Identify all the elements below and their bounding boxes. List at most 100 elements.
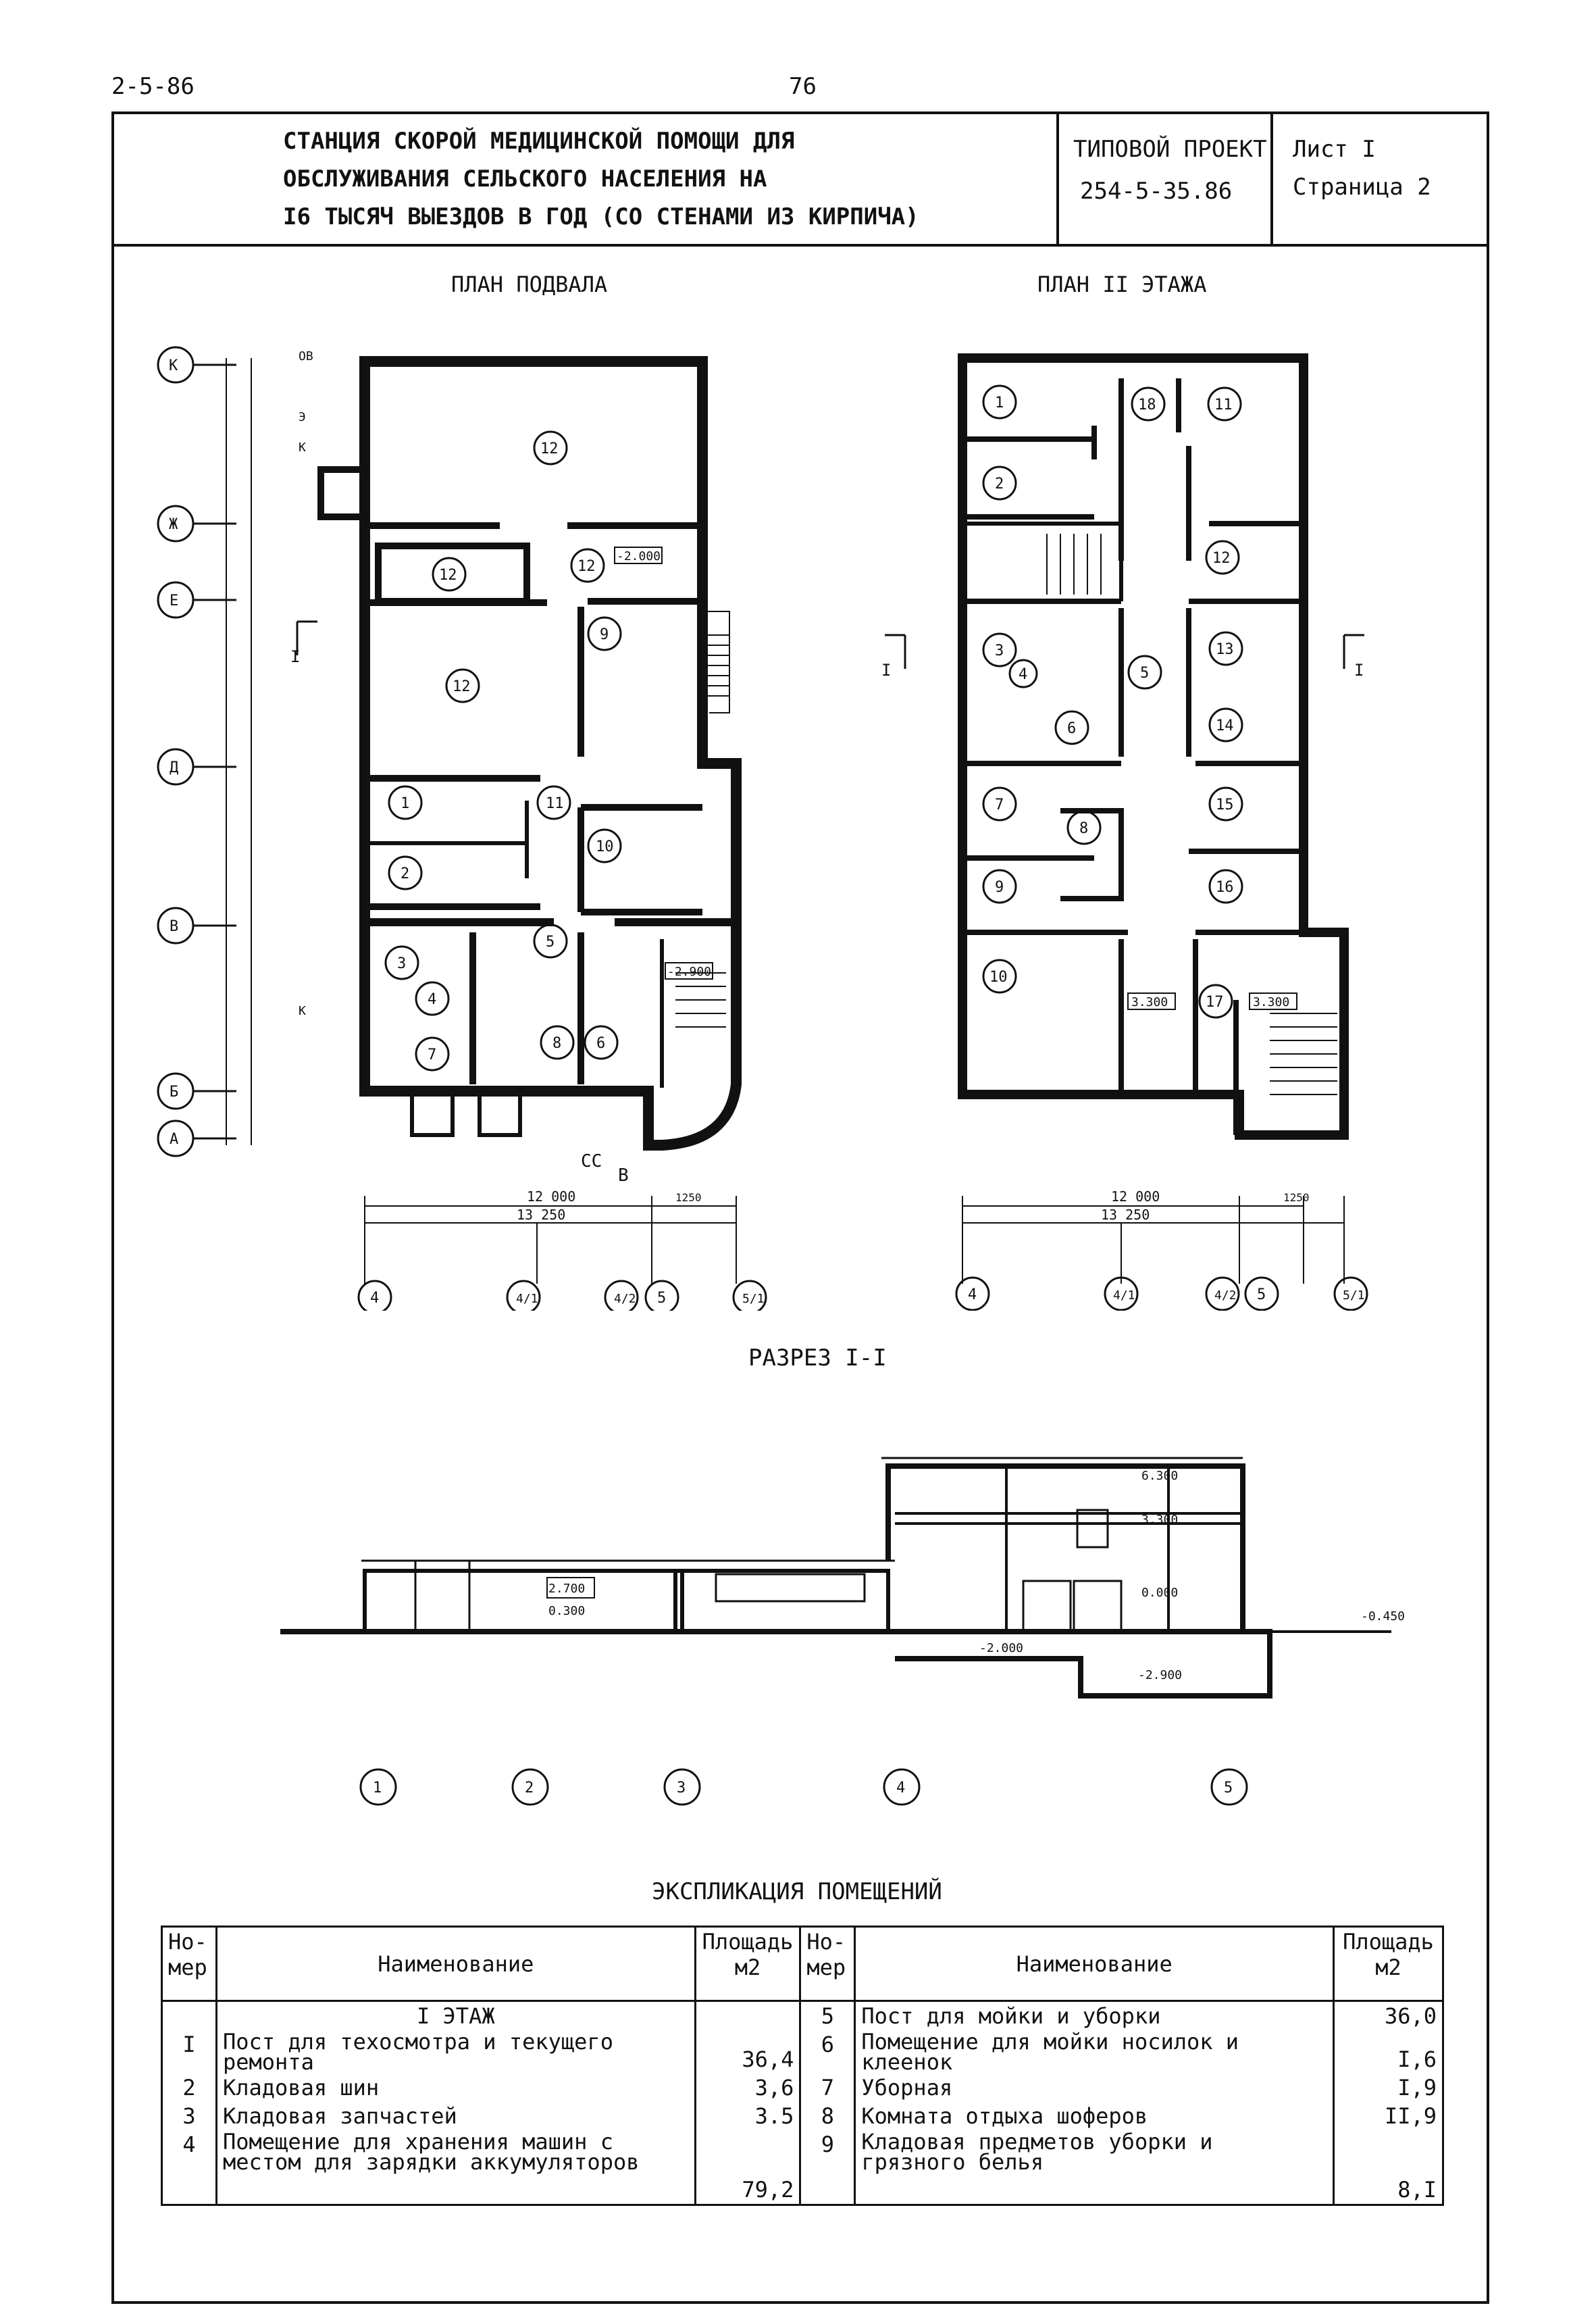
- basement-plan-drawing: К Ж Е Д В Б А 12 12 12 12 9 1 11 10 2 5 …: [157, 346, 767, 1311]
- level-mark: -2.000: [617, 549, 661, 563]
- axis-number: 5: [1257, 1286, 1266, 1303]
- room-number: 2: [995, 476, 1004, 493]
- row-num: 5: [800, 2001, 856, 2030]
- axis-letter: К: [169, 357, 178, 374]
- level-mark: 3.300: [1131, 995, 1168, 1009]
- entry-label: СС: [581, 1151, 602, 1172]
- row-name: Пост для техосмотра и текущего ремонта: [216, 2030, 696, 2073]
- room-number: 3: [397, 955, 406, 972]
- level-mark: 3.300: [1253, 995, 1289, 1009]
- col-num-header: мер: [168, 1955, 207, 1980]
- page-label: Страница 2: [1293, 174, 1431, 201]
- axis-letter: Ж: [169, 516, 178, 533]
- section-mark: I: [290, 647, 300, 666]
- room-number: 13: [1216, 641, 1234, 658]
- row-name: Кладовая шин: [216, 2073, 696, 2102]
- room-number: 16: [1216, 879, 1234, 896]
- row-area: 36,4: [695, 2030, 802, 2073]
- axis-number: 4: [370, 1290, 379, 1307]
- col-num-header: мер: [806, 1955, 846, 1980]
- level-mark: 0.300: [548, 1604, 585, 1618]
- row-area: I,6: [1397, 2046, 1437, 2072]
- level-mark: -2.900: [1138, 1668, 1182, 1682]
- room-number: 15: [1216, 797, 1234, 813]
- row-num: 8: [800, 2102, 856, 2130]
- room-number: 10: [989, 969, 1008, 986]
- axis-number: 4/1: [516, 1292, 538, 1306]
- room-number: 6: [1067, 720, 1076, 737]
- project-title-line: ОБСЛУЖИВАНИЯ СЕЛЬСКОГО НАСЕЛЕНИЯ НА: [283, 166, 767, 193]
- row-num: 2: [161, 2073, 217, 2102]
- level-mark: -2.000: [979, 1641, 1023, 1655]
- row-name: Пост для мойки и уборки: [854, 2001, 1335, 2030]
- row-name: Кладовая запчастей: [216, 2102, 696, 2130]
- arrow-label: ОВ: [299, 349, 313, 363]
- axis-letter: В: [170, 918, 178, 935]
- room-number: 7: [428, 1047, 436, 1063]
- room-number: 11: [1214, 397, 1233, 413]
- axis-letter: Б: [170, 1084, 178, 1101]
- section-drawing: 6.300 3.300 2.700 0.300 0.000 -2.000 -2.…: [280, 1457, 1405, 1806]
- project-number: 254-5-35.86: [1080, 178, 1233, 205]
- row-area: 36,0: [1384, 2003, 1437, 2029]
- room-number: 2: [401, 865, 409, 882]
- section-mark: I: [881, 661, 891, 680]
- project-title-line: СТАНЦИЯ СКОРОЙ МЕДИЦИНСКОЙ ПОМОЩИ ДЛЯ: [283, 128, 795, 155]
- room-number: 1: [401, 795, 409, 812]
- col-area-header: Площадь: [1343, 1929, 1434, 1955]
- axis-number: 1: [373, 1780, 382, 1796]
- arrow-label: К: [299, 1004, 306, 1018]
- row-num: 3: [161, 2102, 217, 2130]
- row-area: II,9: [1384, 2103, 1437, 2129]
- room-number: 5: [1140, 665, 1149, 682]
- axis-number: 5/1: [1343, 1288, 1365, 1303]
- room-number: 7: [995, 797, 1004, 813]
- entry-label: В: [618, 1165, 629, 1186]
- arrow-label: К: [299, 441, 306, 455]
- row-num: 4: [161, 2130, 217, 2205]
- room-number: 9: [600, 626, 609, 643]
- section-mark: I: [1354, 661, 1364, 680]
- second-floor-plan-drawing: 1 18 11 2 12 3 4 5 13 6 14 7 8 15 9 16 1…: [881, 353, 1368, 1311]
- col-area-header: м2: [734, 1955, 761, 1980]
- level-mark: -2.900: [667, 965, 711, 979]
- col-area-header: Площадь: [702, 1929, 794, 1955]
- level-mark: 6.300: [1141, 1469, 1178, 1483]
- room-number: 18: [1138, 397, 1156, 413]
- room-number: 9: [995, 879, 1004, 896]
- group-title: I ЭТАЖ: [216, 2001, 696, 2030]
- project-title: СТАНЦИЯ СКОРОЙ МЕДИЦИНСКОЙ ПОМОЩИ ДЛЯ ОБ…: [283, 122, 919, 236]
- level-mark: 3.300: [1141, 1513, 1178, 1527]
- row-name: Уборная: [854, 2073, 1335, 2102]
- axis-number: 4/2: [614, 1292, 636, 1306]
- row-num: 6: [800, 2030, 856, 2073]
- axis-number: 5: [657, 1290, 666, 1307]
- axis-number: 4: [896, 1780, 905, 1796]
- room-number: 12: [439, 567, 457, 584]
- room-number: 12: [540, 441, 559, 457]
- room-number: 12: [453, 678, 471, 695]
- room-number: 11: [546, 795, 564, 812]
- room-number: 12: [1212, 550, 1231, 567]
- dim-label: 12 000: [527, 1188, 575, 1205]
- dim-label: 1250: [1283, 1191, 1310, 1204]
- row-num: I: [161, 2030, 217, 2073]
- level-mark: 2.700: [548, 1582, 585, 1596]
- col-num-header: Но-: [806, 1929, 846, 1955]
- project-title-line: I6 ТЫСЯЧ ВЫЕЗДОВ В ГОД (СО СТЕНАМИ ИЗ КИ…: [283, 203, 919, 230]
- axis-number: 4/2: [1214, 1288, 1237, 1303]
- dim-label: 1250: [675, 1191, 702, 1204]
- row-area: 3.5: [695, 2102, 802, 2130]
- second-floor-plan-title: ПЛАН II ЭТАЖА: [1037, 272, 1207, 297]
- room-number: 8: [552, 1035, 561, 1052]
- level-mark: 0.000: [1141, 1586, 1178, 1600]
- page-number: 76: [789, 73, 817, 100]
- room-number: 12: [577, 558, 596, 575]
- explication-title: ЭКСПЛИКАЦИЯ ПОМЕЩЕНИЙ: [652, 1878, 942, 1905]
- sheet-frame: [111, 111, 1489, 2304]
- row-area: 3,6: [695, 2073, 802, 2102]
- axis-number: 4/1: [1113, 1288, 1135, 1303]
- row-area: I,9: [1397, 2075, 1437, 2101]
- axis-letter: Д: [170, 759, 178, 776]
